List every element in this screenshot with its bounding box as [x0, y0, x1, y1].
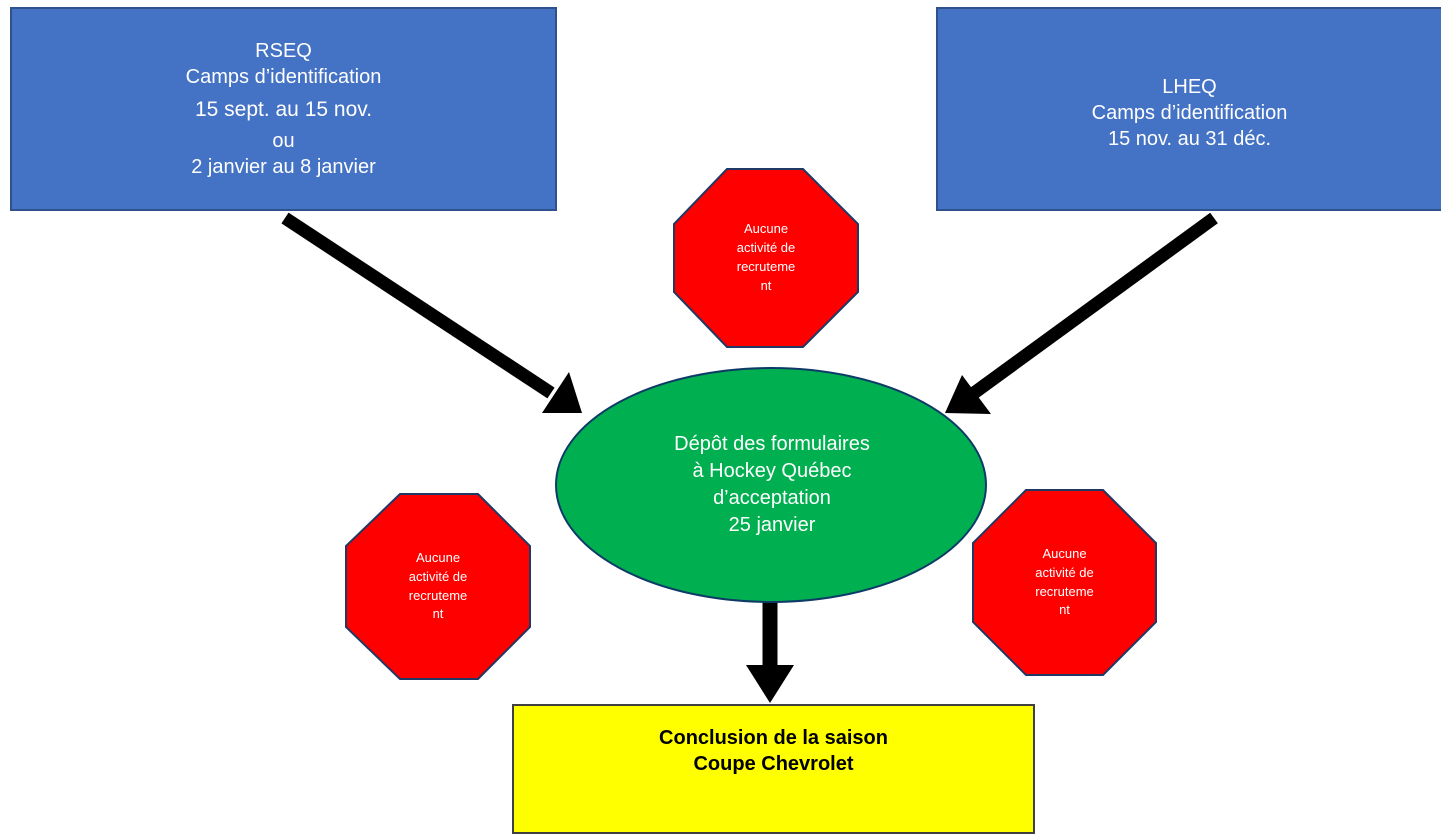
stop-sign-top [673, 168, 859, 348]
oval-line-3: d’acceptation [713, 487, 831, 509]
oval-line-1: Dépôt des formulaires [674, 433, 870, 456]
oval-line-4: 25 janvier [728, 513, 816, 536]
lheq-date-range: 15 nov. au 31 déc. [1107, 128, 1272, 150]
rseq-date-range-1: 15 sept. au 15 nov. [194, 98, 373, 122]
stop-sign-top-text: Aucune activité de recruteme nt [674, 169, 858, 347]
lheq-title: LHEQ [1162, 76, 1217, 98]
rseq-box: RSEQ Camps d’identification 15 sept. au … [10, 7, 557, 211]
stop-top-line-4: nt [760, 277, 772, 293]
rseq-title: RSEQ [255, 40, 312, 63]
stop-top-line-1: Aucune [743, 221, 789, 237]
rseq-subtitle: Camps d’identification [185, 66, 382, 89]
rseq-date-range-2: 2 janvier au 8 janvier [191, 155, 376, 178]
stop-left-line-3: recruteme [408, 587, 468, 603]
stop-top-line-2: activité de [736, 240, 796, 256]
oval-line-2: à Hockey Québec [692, 460, 852, 483]
stop-sign-right [972, 489, 1157, 676]
stop-right-line-1: Aucune [1042, 545, 1087, 561]
submission-oval [555, 367, 987, 603]
stop-top-line-3: recruteme [736, 259, 796, 274]
conclusion-title: Conclusion de la saison [659, 727, 888, 749]
stop-left-line-1: Aucune [415, 549, 461, 565]
arrow-rseq-to-oval [281, 212, 582, 413]
stop-left-line-2: activité de [408, 568, 468, 584]
conclusion-subtitle: Coupe Chevrolet [693, 753, 854, 775]
stop-right-line-2: activité de [1035, 564, 1094, 580]
stop-sign-left [345, 493, 531, 680]
rseq-or: ou [272, 129, 295, 152]
submission-oval-text: Dépôt des formulaires à Hockey Québec d’… [556, 367, 988, 603]
lheq-box: LHEQ Camps d’identification 15 nov. au 3… [936, 7, 1441, 211]
stop-sign-right-text: Aucune activité de recruteme nt [973, 490, 1156, 675]
stop-right-line-4: nt [1059, 602, 1070, 618]
stop-sign-left-text: Aucune activité de recruteme nt [346, 494, 530, 679]
arrow-lheq-to-oval [945, 212, 1218, 414]
arrow-oval-to-conclusion [746, 597, 794, 703]
stop-left-line-4: nt [432, 606, 444, 622]
stop-right-line-3: recruteme [1035, 583, 1094, 599]
lheq-subtitle: Camps d’identification [1091, 102, 1288, 124]
conclusion-box: Conclusion de la saison Coupe Chevrolet [512, 704, 1035, 834]
